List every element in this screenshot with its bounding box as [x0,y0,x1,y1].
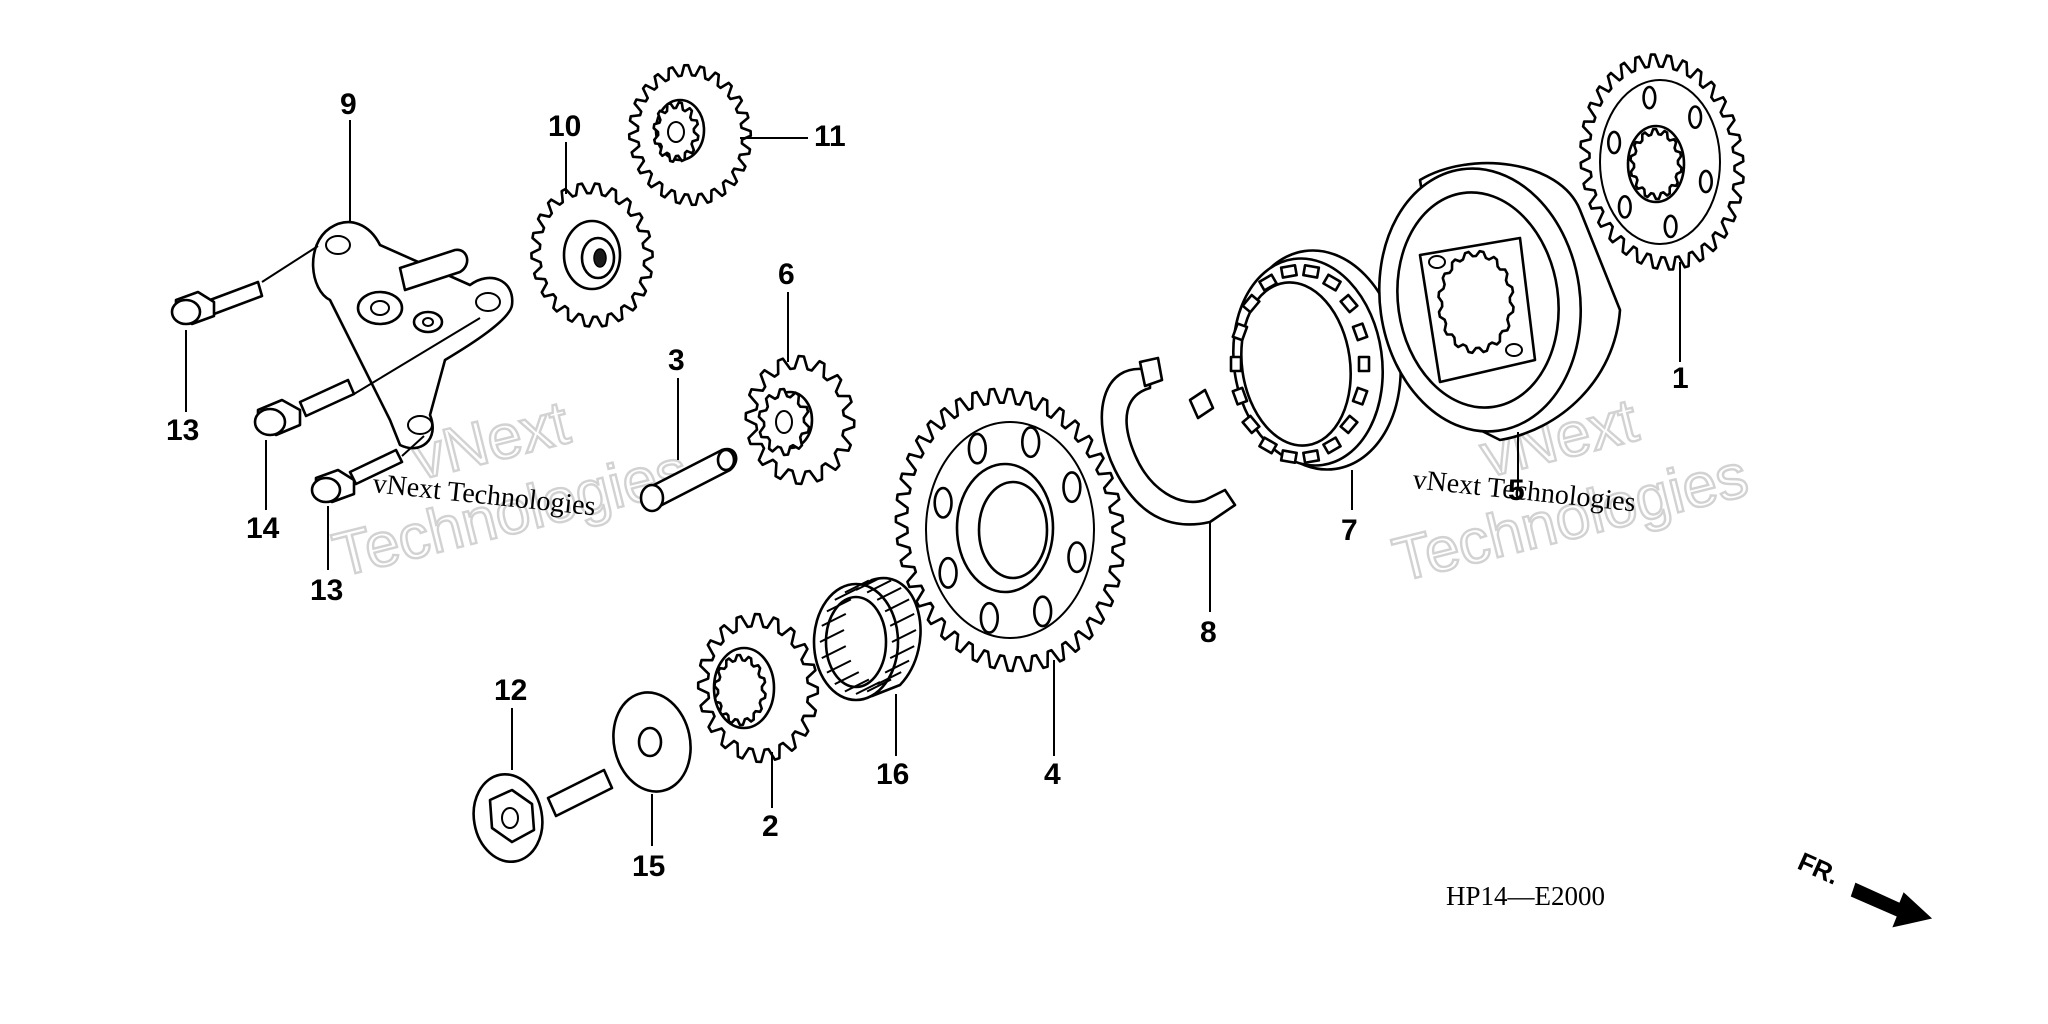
needle-roller [844,678,870,693]
part-2-gear [696,612,820,764]
cage-window [1279,449,1298,465]
needle-roller [876,587,902,601]
callout-13-upper: 13 [166,414,199,447]
cage-window [1229,355,1243,373]
gear-slot [979,601,999,634]
cage-window [1339,293,1359,314]
diagram-code: HP14—E2000 [1446,881,1605,911]
gear-slot [1688,105,1703,130]
needle-roller [819,629,845,643]
cage-window [1351,322,1369,342]
gear-teeth [1629,127,1683,201]
cage-window [1302,449,1321,465]
needle-roller [866,579,892,594]
gear-slot [1062,471,1082,504]
callout-10: 10 [548,110,581,143]
gear-slot [1606,130,1622,155]
needle-roller [876,671,902,685]
callout-3: 3 [668,344,685,377]
cage-window [1231,322,1249,342]
callout-15: 15 [632,850,665,883]
gear-teeth [757,387,811,457]
callout-7: 7 [1341,514,1358,547]
gear-slot [1663,214,1678,239]
needle-roller [834,587,860,601]
part-16-needle-bearing [812,576,922,702]
callout-6: 6 [778,258,795,291]
needle-roller [855,577,881,591]
front-label: FR. [1794,846,1844,890]
part-3-pin [639,447,738,513]
gear-slot [1032,595,1053,628]
cage-window [1322,273,1342,292]
part-6-gear [744,354,856,486]
gear-teeth [1437,249,1515,355]
callout-13-lower: 13 [310,574,343,607]
needle-roller [826,598,852,613]
needle-roller [855,681,881,695]
part-14-bolt [253,378,356,437]
part-12-flange-bolt [472,768,614,864]
needle-roller [866,678,892,693]
part-1-starter-driven-gear [1579,53,1745,271]
gear-slot [938,556,958,589]
gear-slot [967,432,987,465]
callout-16: 16 [876,758,909,791]
gear-slot [1020,426,1041,459]
cage-window [1357,355,1371,373]
cage-window [1302,263,1321,279]
needle-roller [891,629,917,643]
needle-roller [826,659,852,674]
gear-slot [1642,85,1657,110]
cage-window [1351,386,1369,406]
needle-roller [821,645,847,659]
gear-slot [1067,541,1087,574]
cage-window [1279,263,1298,279]
part-4-large-gear [894,387,1126,673]
needle-roller [889,613,915,627]
part-13-bolt-lower [310,448,404,504]
part-10-gear [530,182,654,328]
needle-roller [889,645,915,659]
callout-5: 5 [1508,474,1525,507]
part-7-one-way-clutch [1229,249,1402,471]
needle-roller [834,671,860,685]
part-13-bolt-upper [170,280,264,326]
gear-slot [1698,169,1713,194]
part-15-washer [612,691,692,793]
callouts: 1 2 3 4 5 6 7 8 9 10 11 12 13 13 14 15 1… [166,88,1689,883]
part-9-bracket [311,220,514,450]
callout-12: 12 [494,674,527,707]
cage-window [1258,436,1278,455]
cage-window [1231,386,1249,406]
needle-roller [821,613,847,627]
leader-lines [185,120,1681,846]
needle-roller [844,579,870,594]
gear-slot [933,486,953,519]
callout-11: 11 [814,120,846,153]
part-5-clutch-housing [1377,161,1622,442]
cage-window [1241,414,1261,435]
cage-window [1339,414,1359,435]
gear-teeth [713,653,767,727]
gear-slot [1617,194,1632,219]
callout-4: 4 [1044,758,1061,791]
part-11-gear [627,63,753,207]
cage-window [1241,293,1261,314]
part-8-circlip [1100,356,1237,526]
callout-14: 14 [246,512,280,545]
front-direction-indicator: FR. [1794,846,1933,928]
callout-1: 1 [1672,362,1689,395]
cage-window [1258,273,1278,292]
cage-window [1322,436,1342,455]
callout-9: 9 [340,88,357,121]
needle-roller [884,659,910,674]
needle-roller [884,598,910,613]
callout-2: 2 [762,810,779,843]
callout-8: 8 [1200,616,1217,649]
front-arrow-icon [1850,882,1933,928]
gear-teeth [652,101,700,163]
